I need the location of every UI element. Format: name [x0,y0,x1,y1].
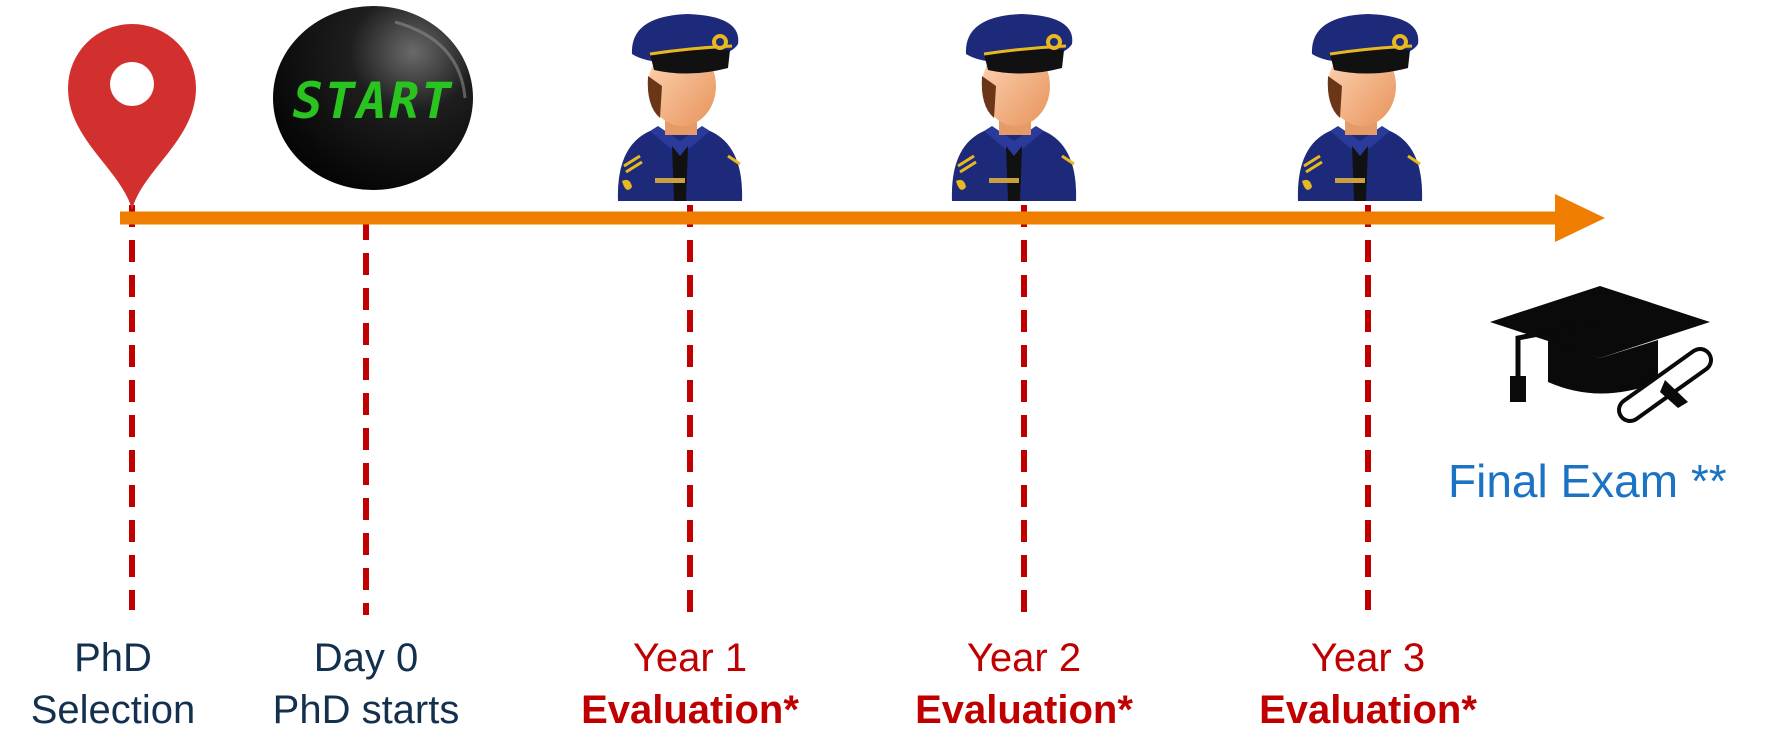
milestone-label-year2: Year 2 Evaluation* [889,632,1159,736]
milestone-subtitle: Evaluation* [581,688,799,732]
milestone-subtitle: PhD starts [272,688,460,732]
timeline-arrow [120,194,1605,242]
officer-icon [1296,12,1424,203]
milestone-subtitle: Evaluation* [1259,688,1477,732]
milestone-title: Year 3 [1310,636,1426,680]
milestone-label-year3: Year 3 Evaluation* [1233,632,1503,736]
milestone-markers [129,205,1371,615]
milestone-label-day0: Day 0 PhD starts [246,632,486,736]
final-exam-label: Final Exam ** [1448,455,1727,507]
location-pin-icon [68,24,196,210]
milestone-subtitle: Selection [30,688,196,732]
officer-icon [950,12,1078,203]
milestone-title: PhD [74,636,152,680]
milestone-label-year1: Year 1 Evaluation* [555,632,825,736]
officer-icon [616,12,744,203]
graduation-cap-icon [1490,286,1713,423]
milestone-title: Day 0 [313,636,419,680]
milestone-title: Year 2 [966,636,1082,680]
milestone-label-selection: PhD Selection [8,632,218,736]
start-button-icon: START [273,6,473,190]
start-text: START [293,72,454,130]
milestone-title: Year 1 [632,636,748,680]
milestone-subtitle: Evaluation* [915,688,1133,732]
